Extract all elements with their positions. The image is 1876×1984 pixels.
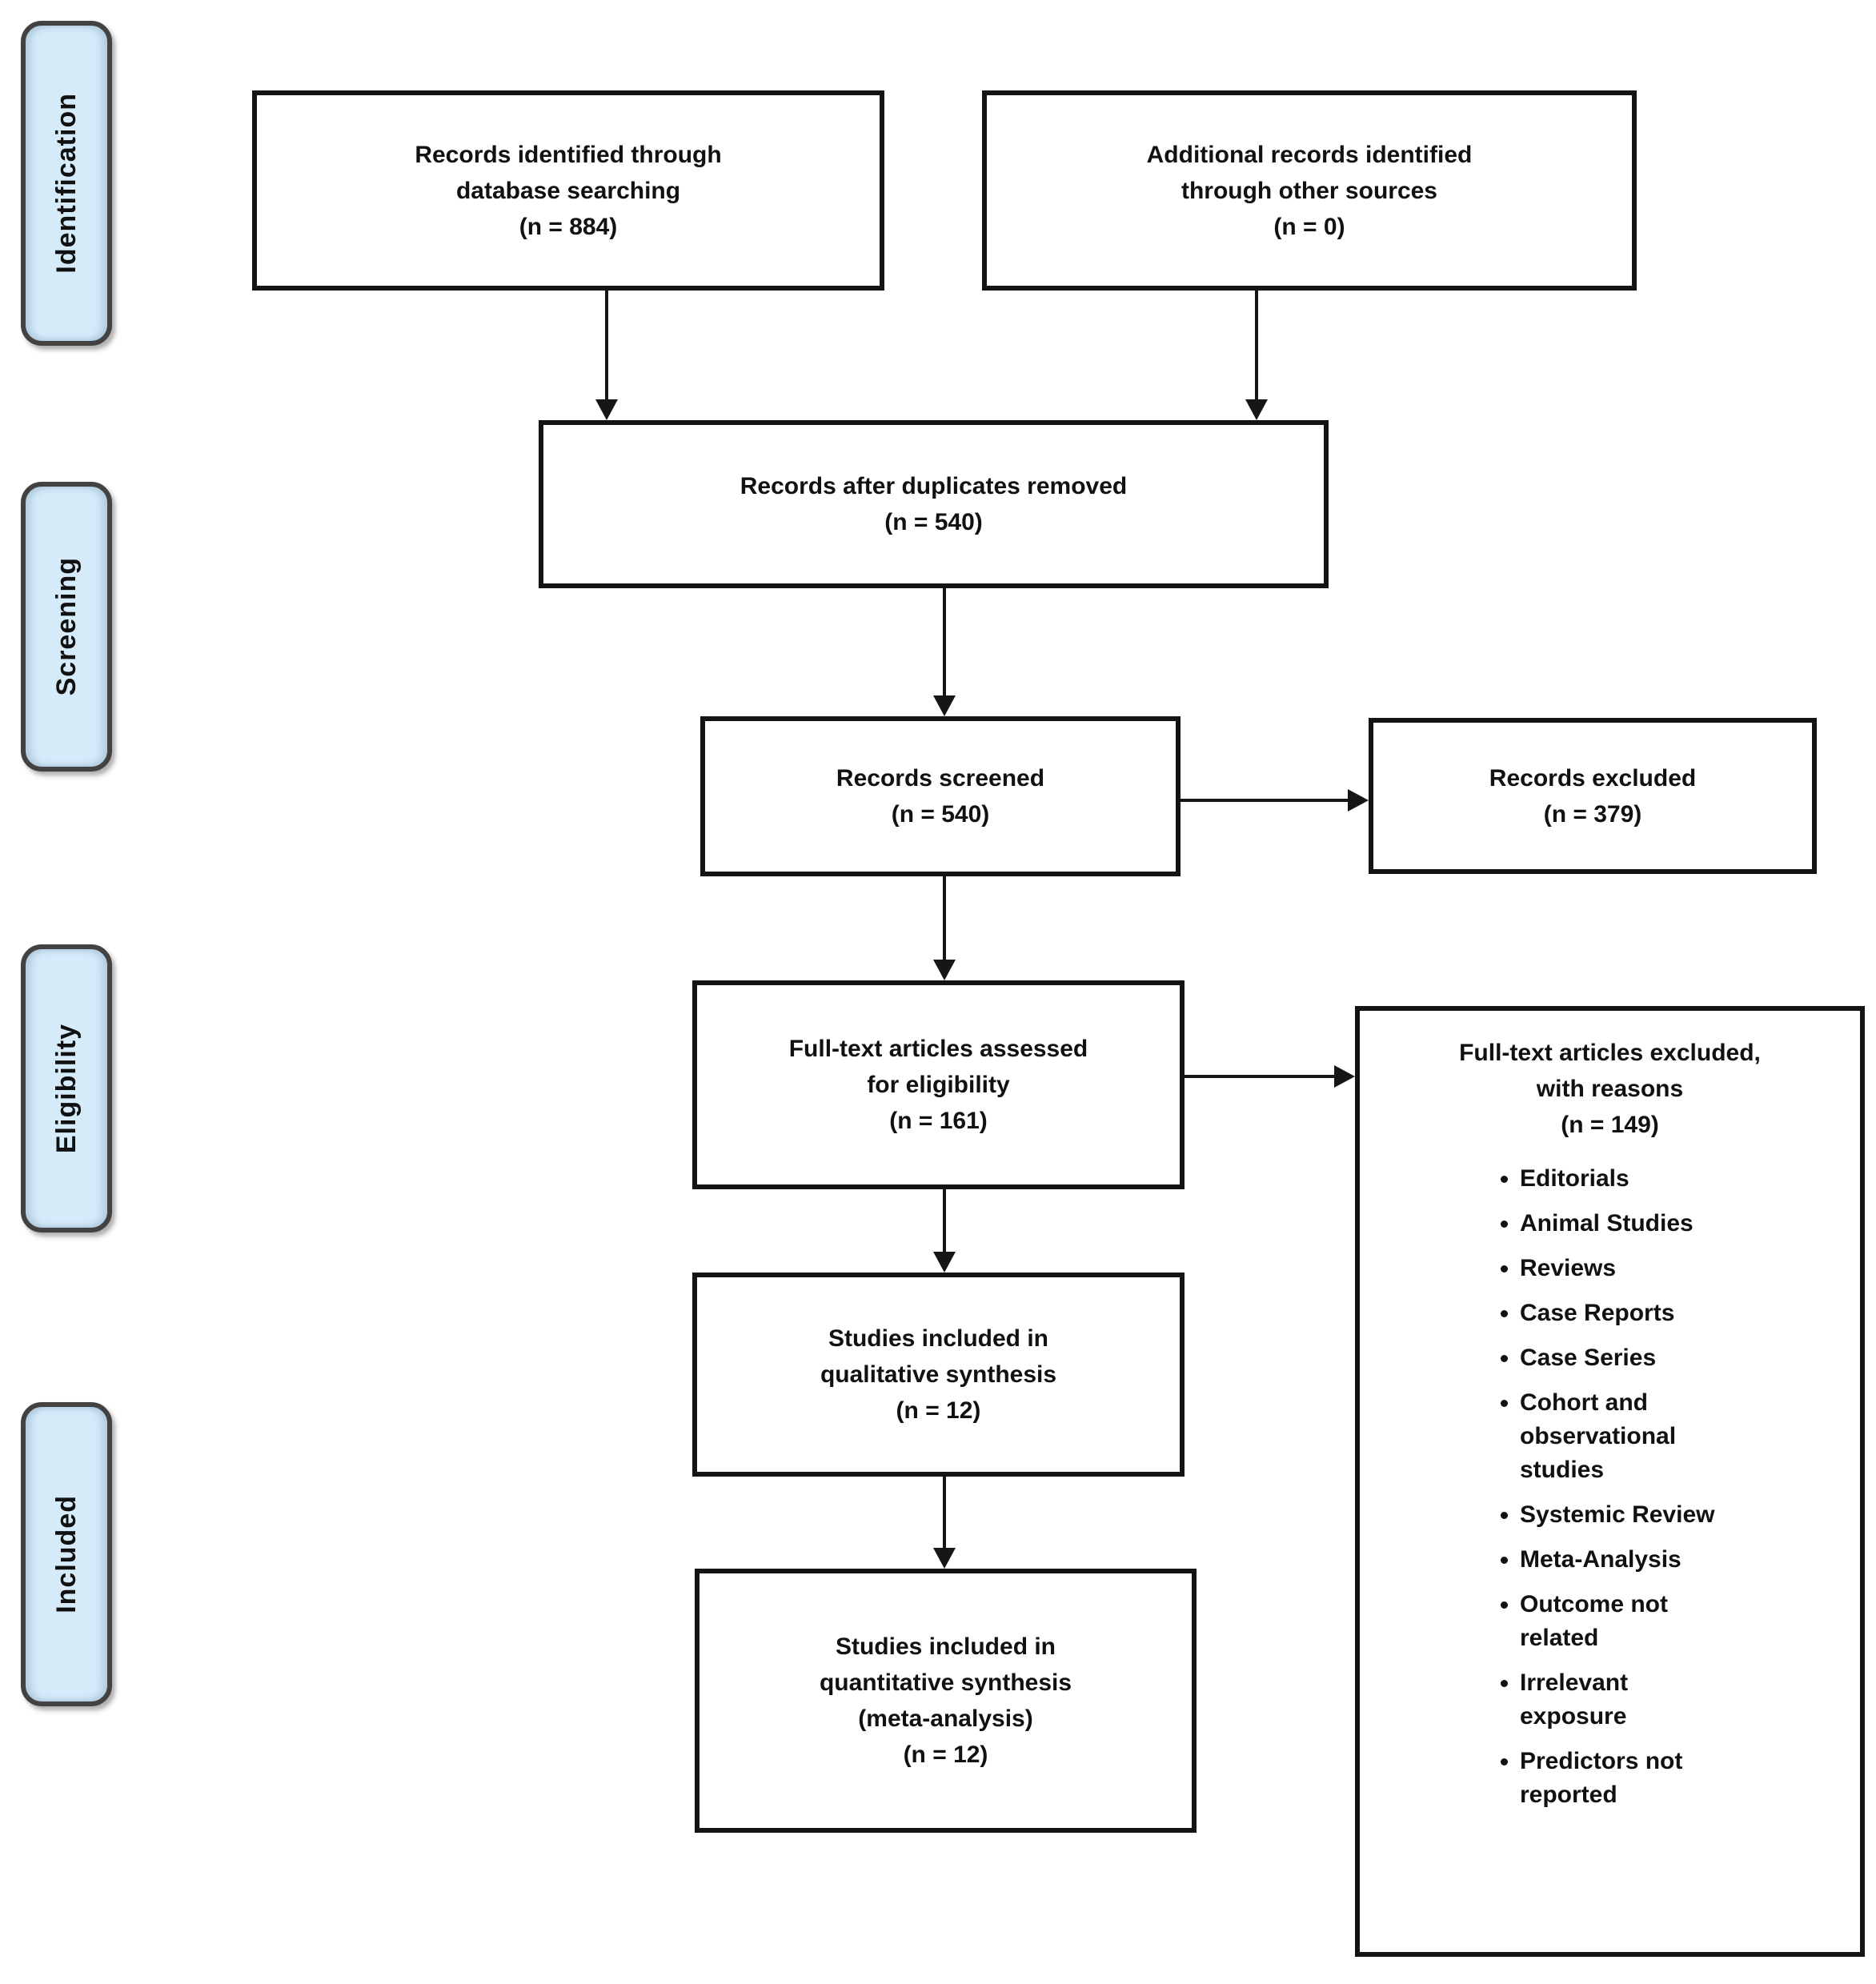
stage-eligibility-label: Eligibility <box>50 1023 82 1154</box>
box-qualitative-synthesis-text: Studies included in qualitative synthesi… <box>820 1325 1057 1424</box>
box-records-screened: Records screened (n = 540) <box>700 716 1181 876</box>
box-records-identified-text: Records identified through database sear… <box>415 141 722 240</box>
box-duplicates-removed: Records after duplicates removed (n = 54… <box>539 420 1329 588</box>
arrowhead-right-icon <box>1334 1065 1355 1088</box>
arrowhead-down-icon <box>933 695 956 716</box>
arrow-line <box>943 588 946 697</box>
box-records-excluded-text: Records excluded (n = 379) <box>1489 764 1697 828</box>
stage-screening: Screening <box>21 482 112 772</box>
arrowhead-down-icon <box>933 1252 956 1273</box>
exclusion-reason-item: Case Series <box>1520 1341 1733 1375</box>
box-fulltext-excluded-header: Full-text articles excluded, with reason… <box>1459 1040 1761 1138</box>
box-quantitative-synthesis-text: Studies included in quantitative synthes… <box>819 1633 1072 1768</box>
box-fulltext-assessed-text: Full-text articles assessed for eligibil… <box>788 1036 1088 1134</box>
exclusion-reasons-list: EditorialsAnimal StudiesReviewsCase Repo… <box>1478 1162 1733 1812</box>
exclusion-reason-item: Editorials <box>1520 1162 1733 1196</box>
box-additional-records-text: Additional records identified through ot… <box>1146 141 1473 240</box>
box-records-screened-text: Records screened (n = 540) <box>836 765 1045 828</box>
exclusion-reason-item: Irrelevant exposure <box>1520 1666 1733 1733</box>
arrow-line <box>1181 799 1349 802</box>
exclusion-reason-item: Reviews <box>1520 1252 1733 1285</box>
arrowhead-down-icon <box>933 1548 956 1569</box>
arrow-line <box>943 1477 946 1549</box>
arrowhead-down-icon <box>933 960 956 980</box>
box-additional-records: Additional records identified through ot… <box>982 90 1637 291</box>
box-records-identified: Records identified through database sear… <box>252 90 884 291</box>
stage-identification: Identification <box>21 21 112 346</box>
stage-eligibility: Eligibility <box>21 944 112 1232</box>
stage-included: Included <box>21 1402 112 1706</box>
exclusion-reason-item: Animal Studies <box>1520 1207 1733 1241</box>
box-fulltext-excluded: Full-text articles excluded, with reason… <box>1355 1006 1865 1957</box>
arrow-line <box>943 876 946 961</box>
exclusion-reason-item: Cohort and observational studies <box>1520 1386 1733 1487</box>
box-qualitative-synthesis: Studies included in qualitative synthesi… <box>692 1273 1185 1477</box>
arrow-line <box>1185 1075 1336 1078</box>
exclusion-reason-item: Systemic Review <box>1520 1498 1733 1532</box>
exclusion-reason-item: Case Reports <box>1520 1297 1733 1330</box>
stage-identification-label: Identification <box>50 93 82 274</box>
stage-included-label: Included <box>50 1495 82 1613</box>
exclusion-reason-item: Predictors not reported <box>1520 1745 1733 1812</box>
arrow-line <box>605 291 608 403</box>
exclusion-reason-item: Meta-Analysis <box>1520 1543 1733 1577</box>
box-quantitative-synthesis: Studies included in quantitative synthes… <box>695 1569 1197 1833</box>
arrow-line <box>1255 291 1258 403</box>
box-fulltext-assessed: Full-text articles assessed for eligibil… <box>692 980 1185 1189</box>
arrowhead-down-icon <box>1245 399 1268 420</box>
arrowhead-right-icon <box>1348 789 1369 812</box>
stage-screening-label: Screening <box>50 557 82 696</box>
arrowhead-down-icon <box>595 399 618 420</box>
exclusion-reason-item: Outcome not related <box>1520 1588 1733 1655</box>
box-records-excluded: Records excluded (n = 379) <box>1369 718 1817 874</box>
box-duplicates-removed-text: Records after duplicates removed (n = 54… <box>740 473 1128 535</box>
arrow-line <box>943 1189 946 1253</box>
